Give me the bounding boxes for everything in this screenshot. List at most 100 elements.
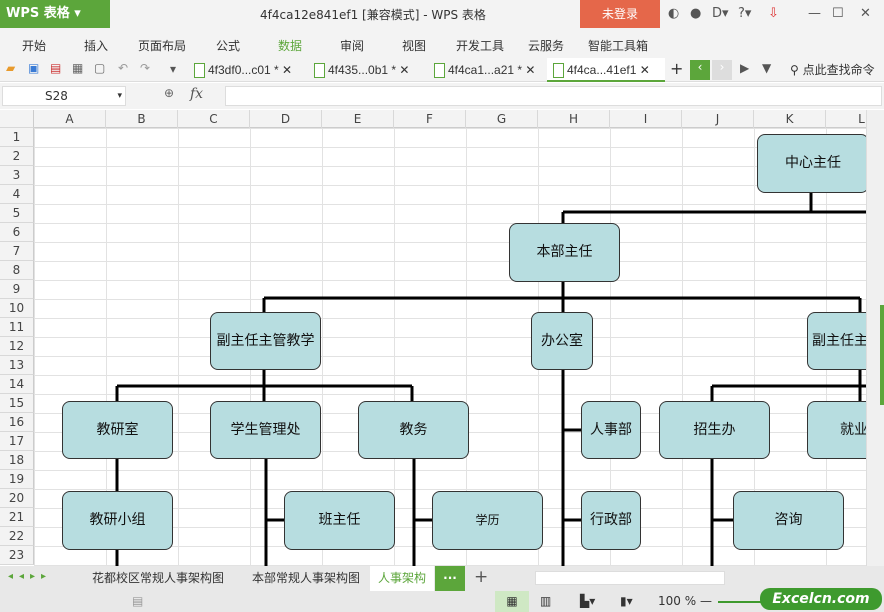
row-header-21[interactable]: 21 xyxy=(0,508,34,527)
org-node-vice-teaching[interactable]: 副主任主管教学 xyxy=(210,312,321,370)
tab-prev-icon[interactable]: ‹ xyxy=(690,60,710,80)
row-header-23[interactable]: 23 xyxy=(0,546,34,565)
row-header-16[interactable]: 16 xyxy=(0,413,34,432)
row-header-19[interactable]: 19 xyxy=(0,470,34,489)
open-icon[interactable]: ▰ xyxy=(6,61,16,75)
column-header-K[interactable]: K xyxy=(754,110,826,128)
column-header-A[interactable]: A xyxy=(34,110,106,128)
tab-doc-4[interactable]: 4f4ca...41ef1 ✕ xyxy=(547,58,665,82)
fx-button[interactable]: fx xyxy=(190,86,204,102)
row-header-7[interactable]: 7 xyxy=(0,242,34,261)
row-header-18[interactable]: 18 xyxy=(0,451,34,470)
normal-view-icon[interactable]: ▦ xyxy=(495,591,529,612)
column-header-C[interactable]: C xyxy=(178,110,250,128)
org-node-teaching-research[interactable]: 教研室 xyxy=(62,401,173,459)
horizontal-scrollbar[interactable] xyxy=(535,571,725,585)
row-header-15[interactable]: 15 xyxy=(0,394,34,413)
menu-insert[interactable]: 插入 xyxy=(84,39,109,53)
org-node-consult[interactable]: 咨询 xyxy=(733,491,844,550)
zoom-out-icon[interactable]: — xyxy=(700,594,712,608)
preview-icon[interactable]: ▢ xyxy=(94,61,106,75)
vertical-scrollbar[interactable] xyxy=(866,110,884,566)
org-node-center[interactable]: 中心主任 xyxy=(757,134,866,193)
pin-icon[interactable]: ▼ xyxy=(762,61,772,75)
redo-icon[interactable]: ↷ xyxy=(140,61,151,75)
row-header-14[interactable]: 14 xyxy=(0,375,34,394)
minimize-icon[interactable]: — xyxy=(808,6,821,21)
tab-doc-1[interactable]: 4f3df0...c01 * ✕ xyxy=(188,58,306,82)
org-node-student-mgmt[interactable]: 学生管理处 xyxy=(210,401,321,459)
org-node-office[interactable]: 办公室 xyxy=(531,312,593,370)
close-icon[interactable]: ✕ xyxy=(860,6,871,21)
menu-cloud[interactable]: 云服务 xyxy=(528,39,565,53)
column-header-I[interactable]: I xyxy=(610,110,682,128)
menu-home[interactable]: 开始 xyxy=(22,39,47,53)
name-box[interactable]: S28▾ xyxy=(2,86,126,106)
org-node-vice-other[interactable]: 副主任主 xyxy=(807,312,866,370)
zoom-slider[interactable] xyxy=(718,601,768,603)
org-node-degree[interactable]: 学历 xyxy=(432,491,543,550)
skin-icon[interactable]: ◐ xyxy=(668,6,680,21)
wps-menu-button[interactable]: WPS 表格 ▾ xyxy=(0,0,110,28)
sheet-tab-2[interactable]: 本部常规人事架构图 xyxy=(252,571,361,585)
row-header-12[interactable]: 12 xyxy=(0,337,34,356)
print-icon[interactable]: ▦ xyxy=(72,61,84,75)
row-header-6[interactable]: 6 xyxy=(0,223,34,242)
menu-page-layout[interactable]: 页面布局 xyxy=(138,39,187,53)
org-node-admissions[interactable]: 招生办 xyxy=(659,401,770,459)
settings-icon[interactable]: ● xyxy=(690,6,702,21)
org-node-class-teacher[interactable]: 班主任 xyxy=(284,491,395,550)
row-header-2[interactable]: 2 xyxy=(0,147,34,166)
menu-data[interactable]: 数据 xyxy=(278,39,303,53)
search-command[interactable]: ⚲ 点此查找命令 xyxy=(790,63,875,77)
sheet-tab-3[interactable]: 人事架构 xyxy=(370,566,435,591)
menu-smart-tools[interactable]: 智能工具箱 xyxy=(588,39,649,53)
column-header-D[interactable]: D xyxy=(250,110,322,128)
column-header-G[interactable]: G xyxy=(466,110,538,128)
login-button[interactable]: 未登录 xyxy=(580,0,660,28)
more-icon[interactable]: ▾ xyxy=(170,62,177,76)
zoom-level[interactable]: 100 % xyxy=(658,594,697,608)
row-header-13[interactable]: 13 xyxy=(0,356,34,375)
tab-doc-3[interactable]: 4f4ca1...a21 * ✕ xyxy=(428,58,546,82)
present-icon[interactable]: ▶ xyxy=(740,61,750,75)
row-header-17[interactable]: 17 xyxy=(0,432,34,451)
org-node-admin[interactable]: 行政部 xyxy=(581,491,641,550)
sheet-tab-1[interactable]: 花都校区常规人事架构图 xyxy=(92,571,225,585)
org-node-academic[interactable]: 教务 xyxy=(358,401,469,459)
new-tab-icon[interactable]: + xyxy=(670,59,684,78)
share-icon[interactable]: D▾ xyxy=(712,6,729,21)
row-header-11[interactable]: 11 xyxy=(0,318,34,337)
row-header-1[interactable]: 1 xyxy=(0,128,34,147)
zoom-formula-icon[interactable]: ⊕ xyxy=(164,86,175,100)
tab-next-icon[interactable]: › xyxy=(712,60,732,80)
download-icon[interactable]: ⇩ xyxy=(768,6,779,21)
org-node-hr[interactable]: 人事部 xyxy=(581,401,641,459)
maximize-icon[interactable]: ☐ xyxy=(832,6,844,21)
org-node-employment[interactable]: 就业 xyxy=(807,401,866,459)
select-all[interactable] xyxy=(0,110,34,128)
row-header-3[interactable]: 3 xyxy=(0,166,34,185)
column-header-H[interactable]: H xyxy=(538,110,610,128)
page-break-view-icon[interactable]: ▥ xyxy=(540,594,552,608)
add-sheet-icon[interactable]: + xyxy=(474,567,489,587)
row-header-22[interactable]: 22 xyxy=(0,527,34,546)
reading-icon[interactable]: ▮▾ xyxy=(620,594,633,608)
row-header-9[interactable]: 9 xyxy=(0,280,34,299)
more-sheets-button[interactable]: ··· xyxy=(435,566,465,591)
column-header-J[interactable]: J xyxy=(682,110,754,128)
column-header-B[interactable]: B xyxy=(106,110,178,128)
help-icon[interactable]: ?▾ xyxy=(738,6,752,21)
menu-developer[interactable]: 开发工具 xyxy=(456,39,505,53)
formula-input[interactable] xyxy=(225,86,882,106)
row-header-20[interactable]: 20 xyxy=(0,489,34,508)
pdf-icon[interactable]: ▤ xyxy=(50,61,62,75)
column-header-F[interactable]: F xyxy=(394,110,466,128)
column-header-E[interactable]: E xyxy=(322,110,394,128)
org-node-research-group[interactable]: 教研小组 xyxy=(62,491,173,550)
menu-review[interactable]: 审阅 xyxy=(340,39,365,53)
layout-icon[interactable]: ▙▾ xyxy=(580,594,596,608)
menu-formula[interactable]: 公式 xyxy=(216,39,241,53)
org-node-headquarters[interactable]: 本部主任 xyxy=(509,223,620,282)
row-header-10[interactable]: 10 xyxy=(0,299,34,318)
